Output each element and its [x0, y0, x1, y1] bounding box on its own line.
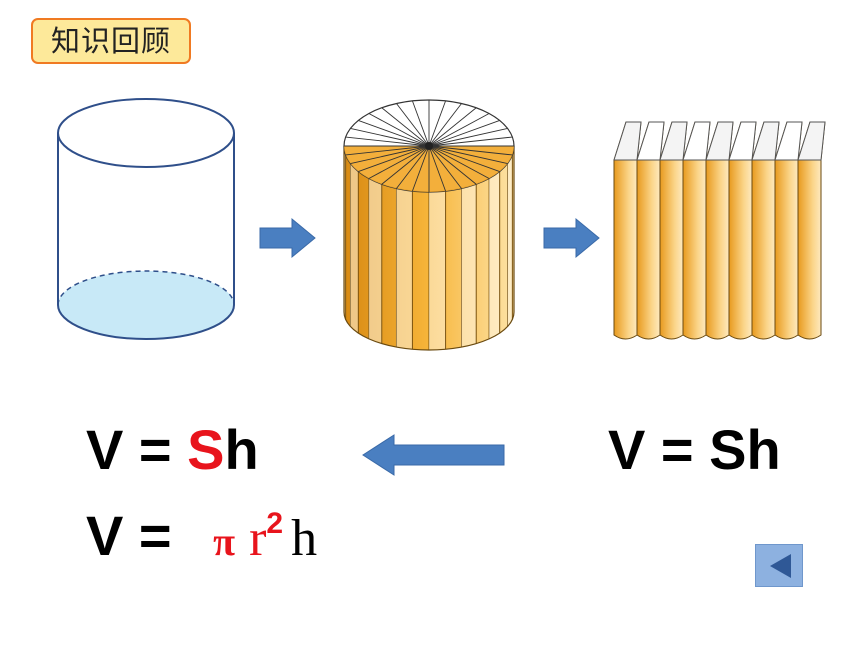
top-radial-line [411, 100, 430, 147]
cylinder-sliced [343, 99, 515, 351]
top-radial-line [396, 103, 430, 147]
top-radial-line [428, 145, 447, 192]
formula-s-highlight: S [187, 418, 225, 481]
sliced-cylinder-center [425, 142, 433, 150]
previous-slide-button[interactable] [755, 544, 803, 587]
left-arrow-icon [362, 434, 505, 476]
top-radial-line [396, 145, 430, 189]
top-radial-line [428, 100, 447, 147]
cylinder-light-stripe [461, 184, 477, 348]
cylinder-base-front-edge [57, 304, 235, 340]
top-radial-line [428, 107, 477, 147]
rearranged-slice-top [774, 121, 803, 161]
sliced-cylinder-radial-lines [344, 100, 514, 192]
top-radial-line [358, 120, 430, 147]
cylinder-light-stripe [489, 171, 500, 339]
top-radial-line [381, 107, 430, 147]
rearranged-slices [613, 121, 826, 340]
formula-pi: π [213, 519, 236, 564]
formula-squared: 2 [266, 507, 284, 540]
top-radial-line [428, 145, 508, 165]
top-radial-line [428, 113, 490, 147]
formula-volume-sh-right: V = Sh [608, 418, 781, 481]
cylinder-light-stripe [507, 154, 513, 327]
cylinder-base-back-edge [57, 270, 235, 306]
top-radial-line [428, 145, 477, 185]
rearranged-slice-top [797, 121, 826, 161]
cylinder-base-ellipse [58, 271, 234, 339]
rearranged-slice-top [659, 121, 688, 161]
top-radial-line [368, 113, 430, 147]
cylinder-light-stripe [350, 163, 359, 334]
formula-h-label: h [224, 418, 259, 481]
top-radial-line [411, 145, 430, 192]
top-radial-line [428, 136, 513, 147]
formula-v-label: V = [86, 418, 188, 481]
formula-volume-sh-left: V = Sh [86, 420, 259, 480]
top-radial-line [350, 145, 430, 165]
top-radial-line [350, 127, 430, 147]
right-arrow-icon-1 [259, 217, 316, 259]
top-radial-line [381, 145, 430, 185]
rearranged-slice-top [682, 121, 711, 161]
rearranged-slice-top [613, 121, 642, 161]
top-radial-line [345, 136, 430, 147]
formula-v2-label: V = [86, 504, 188, 567]
top-radial-line [428, 145, 462, 189]
cylinder-light-stripe [396, 188, 413, 350]
formula-h2: h [291, 510, 318, 567]
top-radial-line [345, 145, 430, 156]
rearranged-slice-top [636, 121, 665, 161]
top-radial-line [428, 127, 508, 147]
cylinder-top-ellipse [57, 98, 235, 168]
rearranged-slice-top [705, 121, 734, 161]
top-radial-line [428, 145, 513, 156]
top-radial-line [428, 145, 490, 179]
formula-r: r [249, 510, 267, 567]
top-radial-line [428, 120, 500, 147]
right-arrow-icon-2 [543, 217, 600, 259]
section-tag: 知识回顾 [31, 18, 191, 64]
cylinder-outline [57, 98, 235, 340]
rearranged-slice-top [728, 121, 757, 161]
triangle-left-icon [770, 554, 791, 578]
top-radial-line [368, 145, 430, 179]
top-radial-line [428, 103, 462, 147]
sliced-cylinder-bottom-edge [343, 311, 515, 351]
rearranged-slice-top [751, 121, 780, 161]
cylinder-light-stripe [368, 178, 382, 344]
top-radial-line [358, 145, 430, 172]
top-radial-line [428, 145, 500, 172]
cylinder-light-stripe [429, 191, 446, 350]
